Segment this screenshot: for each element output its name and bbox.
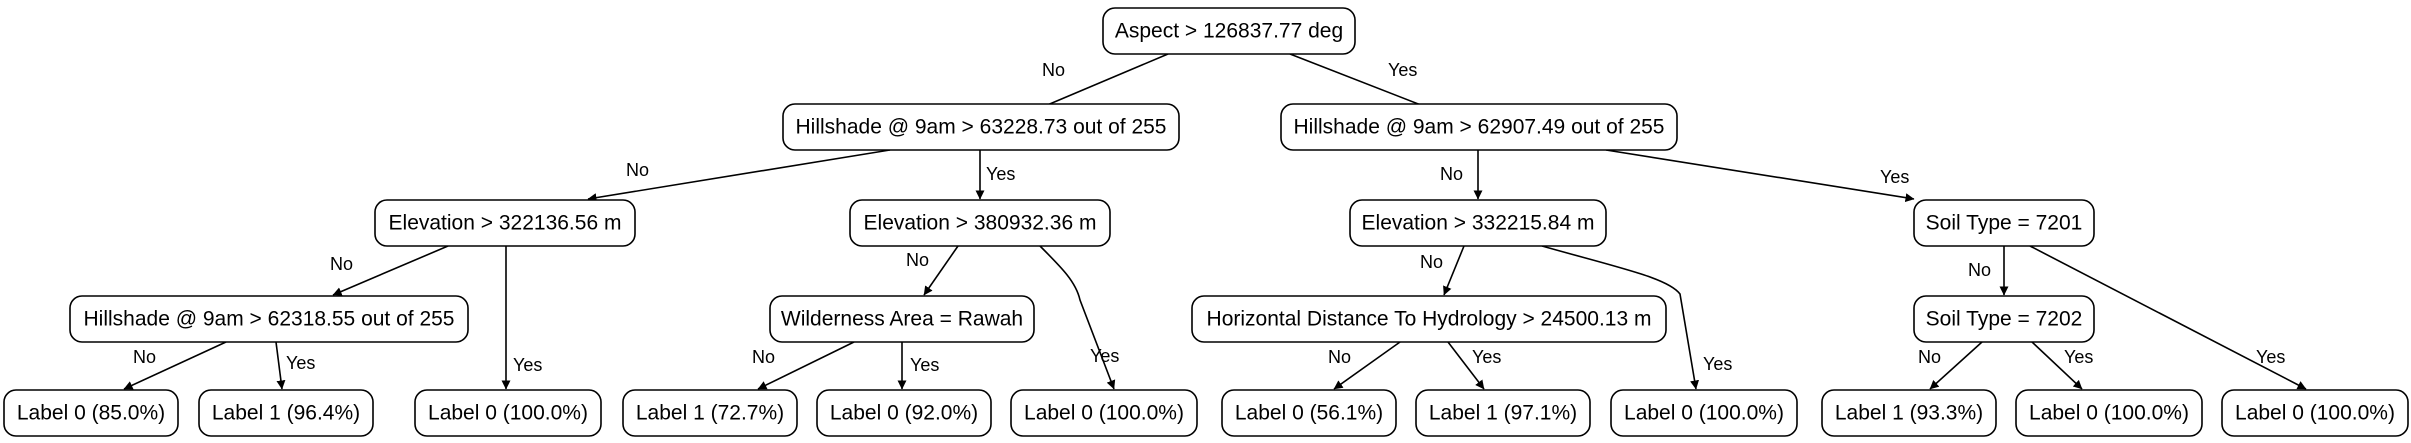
node-n9-label: Horizontal Distance To Hydrology > 24500…: [1207, 308, 1652, 331]
tree-edges: No Yes No Yes No Yes No Yes No Yes No Ye…: [123, 53, 2307, 390]
edge-label-n3-l3: Yes: [513, 355, 542, 375]
leaf-l8: Label 1 (97.1%): [1415, 389, 1591, 437]
leaf-l11-label: Label 0 (100.0%): [2029, 402, 2189, 425]
node-n7: Hillshade @ 9am > 62318.55 out of 255: [69, 295, 469, 343]
leaf-l6: Label 0 (100.0%): [1010, 389, 1198, 437]
leaf-l10: Label 1 (93.3%): [1821, 389, 1997, 437]
leaf-l9: Label 0 (100.0%): [1610, 389, 1798, 437]
leaf-l9-label: Label 0 (100.0%): [1624, 402, 1784, 425]
leaf-l11: Label 0 (100.0%): [2015, 389, 2203, 437]
leaf-l1: Label 0 (85.0%): [3, 389, 179, 437]
leaf-l2: Label 1 (96.4%): [198, 389, 374, 437]
node-n6: Soil Type = 7201: [1913, 199, 2095, 247]
edge-label-n8-l5: Yes: [910, 355, 939, 375]
edge-n5-l9: [1541, 245, 1700, 390]
node-n4-label: Elevation > 380932.36 m: [864, 212, 1097, 235]
leaf-l12-label: Label 0 (100.0%): [2235, 402, 2395, 425]
tree-nodes: Aspect > 126837.77 deg Hillshade @ 9am >…: [3, 7, 2409, 437]
leaf-l7-label: Label 0 (56.1%): [1235, 402, 1383, 425]
node-n2-label: Hillshade @ 9am > 62907.49 out of 255: [1294, 116, 1665, 139]
node-n3-label: Elevation > 322136.56 m: [389, 212, 622, 235]
node-n5: Elevation > 332215.84 m: [1349, 199, 1607, 247]
edge-n6-l12: [2029, 245, 2307, 390]
edge-label-n9-l7: No: [1328, 347, 1351, 367]
node-n9: Horizontal Distance To Hydrology > 24500…: [1191, 295, 1667, 343]
edge-label-n4-l6: Yes: [1090, 346, 1119, 366]
edge-n4-n8: [923, 245, 959, 296]
node-n1: Hillshade @ 9am > 63228.73 out of 255: [782, 103, 1180, 151]
node-n5-label: Elevation > 332215.84 m: [1362, 212, 1595, 235]
leaf-l10-label: Label 1 (93.3%): [1835, 402, 1983, 425]
edge-n5-n9: [1443, 245, 1465, 296]
node-n3: Elevation > 322136.56 m: [374, 199, 636, 247]
edge-n9-l8: [1447, 341, 1485, 390]
leaf-l6-label: Label 0 (100.0%): [1024, 402, 1184, 425]
leaf-l2-label: Label 1 (96.4%): [212, 402, 360, 425]
edge-n10-l11: [2031, 341, 2083, 390]
leaf-l4: Label 1 (72.7%): [622, 389, 798, 437]
edge-label-n1-n4: Yes: [986, 164, 1015, 184]
node-n7-label: Hillshade @ 9am > 62318.55 out of 255: [84, 308, 455, 331]
edge-label-n6-l12: Yes: [2256, 347, 2285, 367]
edge-n7-l1: [123, 341, 227, 390]
edge-label-n10-l11: Yes: [2064, 347, 2093, 367]
edge-label-root-n2: Yes: [1388, 60, 1417, 80]
leaf-l5: Label 0 (92.0%): [816, 389, 992, 437]
node-root: Aspect > 126837.77 deg: [1102, 7, 1356, 55]
leaf-l3: Label 0 (100.0%): [414, 389, 602, 437]
leaf-l8-label: Label 1 (97.1%): [1429, 402, 1577, 425]
leaf-l7: Label 0 (56.1%): [1221, 389, 1397, 437]
edge-label-n2-n6: Yes: [1880, 167, 1909, 187]
leaf-l3-label: Label 0 (100.0%): [428, 402, 588, 425]
edge-n9-l7: [1333, 341, 1401, 390]
leaf-l1-label: Label 0 (85.0%): [17, 402, 165, 425]
edge-label-root-n1: No: [1042, 60, 1065, 80]
node-n6-label: Soil Type = 7201: [1926, 212, 2083, 235]
edge-n3-n7: [332, 245, 449, 296]
edge-label-n6-n10: No: [1968, 260, 1991, 280]
node-n8-label: Wilderness Area = Rawah: [781, 308, 1023, 331]
edge-label-n2-n5: No: [1440, 164, 1463, 184]
edge-label-n1-n3: No: [626, 160, 649, 180]
node-root-label: Aspect > 126837.77 deg: [1115, 20, 1343, 43]
node-n2: Hillshade @ 9am > 62907.49 out of 255: [1280, 103, 1678, 151]
edge-label-n10-l10: No: [1918, 347, 1941, 367]
node-n10: Soil Type = 7202: [1913, 295, 2095, 343]
edge-n2-n6: [1605, 149, 1915, 203]
edge-n4-l6: [1039, 245, 1116, 390]
edge-label-n7-l1: No: [133, 347, 156, 367]
leaf-l12: Label 0 (100.0%): [2221, 389, 2409, 437]
node-n1-label: Hillshade @ 9am > 63228.73 out of 255: [796, 116, 1167, 139]
edge-n7-l2: [275, 341, 286, 390]
edge-label-n5-l9: Yes: [1703, 354, 1732, 374]
node-n10-label: Soil Type = 7202: [1926, 308, 2083, 331]
edge-label-n9-l8: Yes: [1472, 347, 1501, 367]
edge-label-n3-n7: No: [330, 254, 353, 274]
edge-label-n7-l2: Yes: [286, 353, 315, 373]
edge-n10-l10: [1929, 341, 1983, 390]
edge-n8-l4: [757, 341, 855, 390]
edge-label-n8-l4: No: [752, 347, 775, 367]
edge-label-n4-n8: No: [906, 250, 929, 270]
edge-n1-n3: [587, 149, 891, 203]
node-n4: Elevation > 380932.36 m: [849, 199, 1111, 247]
edge-label-n5-n9: No: [1420, 252, 1443, 272]
leaf-l4-label: Label 1 (72.7%): [636, 402, 784, 425]
node-n8: Wilderness Area = Rawah: [769, 295, 1035, 343]
leaf-l5-label: Label 0 (92.0%): [830, 402, 978, 425]
